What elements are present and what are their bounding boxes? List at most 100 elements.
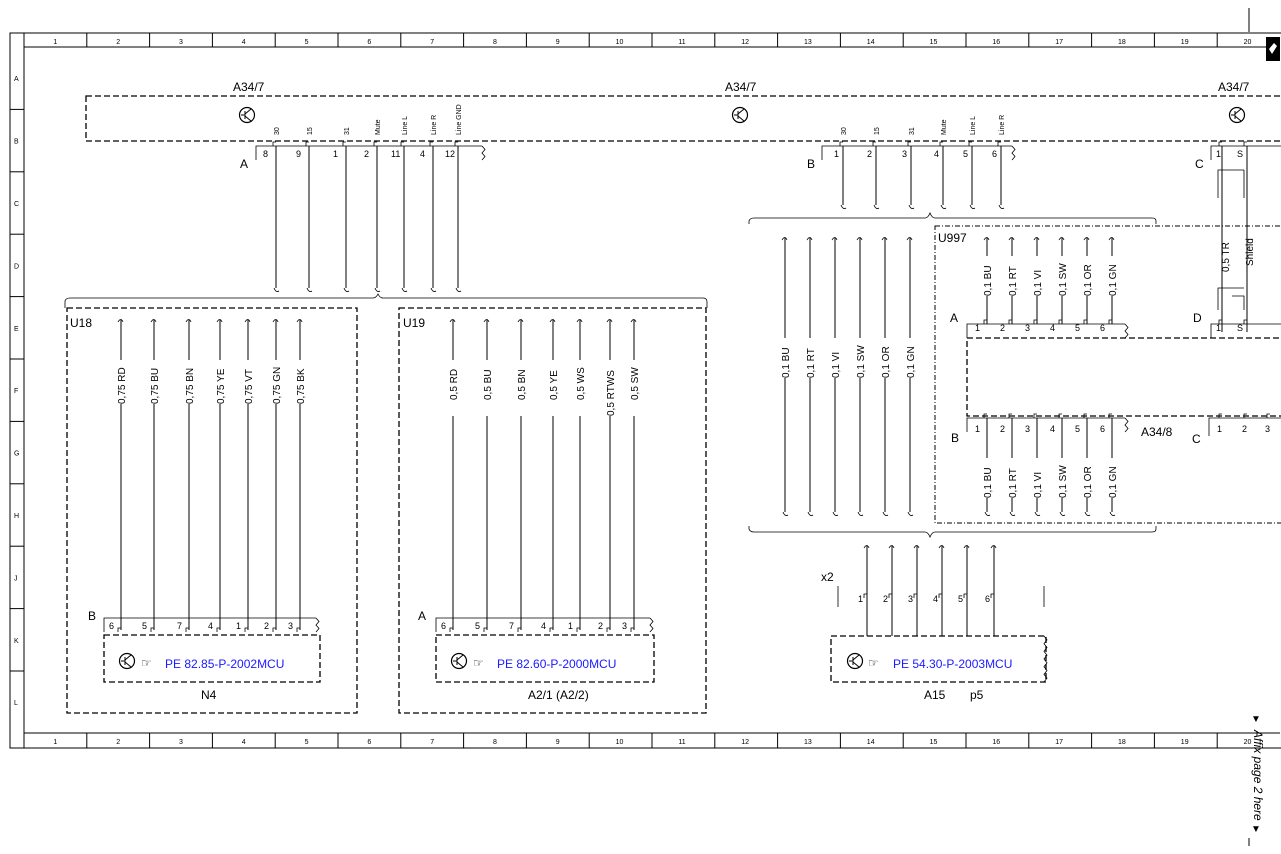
pin-number: 2	[264, 621, 269, 631]
a34-7-connector-d-letter: D	[1193, 311, 1202, 325]
pin-mark	[185, 627, 189, 632]
pin-number: 2	[883, 594, 888, 604]
pin-mark	[839, 141, 843, 146]
column-number: 2	[116, 739, 120, 746]
pin-number: 12	[445, 149, 455, 159]
label-gap	[575, 360, 587, 416]
wire-label: 0,1 RT	[1008, 266, 1019, 296]
wire-end-mark	[882, 511, 889, 516]
transistor-leads	[121, 654, 132, 668]
a15-ref-row[interactable]: ☞ PE 54.30-P-2003MCU	[846, 652, 1013, 672]
pin-number: 8	[263, 149, 268, 159]
connector-d-outline	[1210, 323, 1281, 338]
column-number: 5	[305, 739, 309, 746]
n4-ref-link[interactable]: PE 82.85-P-2002MCU	[165, 657, 284, 671]
column-number: 8	[493, 739, 497, 746]
wire-start-mark	[963, 545, 970, 549]
signal-label: 30	[841, 127, 848, 135]
a34-7-connector-a-letter: A	[240, 157, 248, 171]
label-gap	[1032, 256, 1043, 296]
n4-box	[103, 634, 321, 683]
column-number: 19	[1181, 39, 1189, 46]
pin-mark	[429, 141, 433, 146]
pin-mark	[1008, 413, 1012, 418]
wire-start-mark	[150, 319, 157, 323]
pin-mark	[1108, 319, 1112, 324]
n4-ref-row[interactable]: ☞ PE 82.85-P-2002MCU	[118, 652, 285, 672]
transistor-circle	[731, 106, 749, 124]
a2-ref-row[interactable]: ☞ PE 82.60-P-2000MCU	[450, 652, 617, 672]
a2-ref-link[interactable]: PE 82.60-P-2000MCU	[497, 657, 616, 671]
pin-number: 1	[236, 621, 241, 631]
a34-8-connector-b-letter: B	[951, 431, 959, 445]
wire-end-mark	[343, 287, 350, 292]
wire-label: Shield	[1245, 238, 1256, 266]
pin-mark	[342, 141, 346, 146]
pointing-hand-icon: ☞	[141, 656, 152, 670]
a15-ref-link[interactable]: PE 54.30-P-2003MCU	[893, 657, 1012, 671]
wire-label: 0,1 VI	[831, 352, 842, 378]
wire-label: 0,5 TR	[1221, 242, 1232, 272]
pin-number: S	[1237, 323, 1243, 333]
u18-box	[66, 307, 358, 714]
pin-number: 2	[598, 621, 603, 631]
label-gap	[780, 338, 791, 378]
column-number: 5	[305, 39, 309, 46]
pin-mark	[400, 141, 404, 146]
pin-mark	[150, 627, 154, 632]
transistor-circle	[1228, 106, 1246, 124]
label-gap	[1057, 458, 1068, 498]
column-number: 17	[1055, 39, 1063, 46]
a34-7-unit-box	[85, 95, 1281, 142]
pin-mark	[907, 141, 911, 146]
column-number: 10	[616, 39, 624, 46]
pin-number: 1	[1216, 323, 1221, 333]
pin-number: 1	[975, 323, 980, 333]
connector-end-squiggle	[1011, 145, 1016, 161]
column-number: 10	[616, 739, 624, 746]
wire-label: 0,75 BK	[296, 368, 307, 404]
shield-outline	[1217, 287, 1245, 310]
wire-start-mark	[1033, 237, 1040, 241]
bundle-brace-left	[64, 293, 708, 308]
pin-number: 1	[1217, 424, 1222, 434]
signal-label: Mute	[375, 119, 382, 135]
u19-label: U19	[403, 316, 425, 330]
signal-label: 31	[909, 127, 916, 135]
pin-mark	[1083, 319, 1087, 324]
label-gap	[548, 360, 560, 416]
pin-number: 5	[963, 149, 968, 159]
wire-end-mark	[969, 204, 976, 209]
pin-number: 7	[177, 621, 182, 631]
signal-label: 30	[274, 127, 281, 135]
transistor-circle	[450, 652, 468, 670]
transistor-symbol-icon	[118, 652, 136, 670]
document-icon	[1266, 37, 1280, 61]
wire-label: 0,1 RT	[1008, 468, 1019, 498]
column-number: 4	[242, 39, 246, 46]
connector-outline	[435, 617, 650, 632]
wire-label: 0,1 BU	[983, 265, 994, 296]
row-letter: D	[14, 263, 19, 270]
signal-label: 31	[344, 127, 351, 135]
pin-number: 9	[296, 149, 301, 159]
wire-label: 0,1 BU	[983, 467, 994, 498]
wire-label: 0,75 VT	[244, 369, 255, 404]
wire-start-mark	[483, 319, 490, 323]
wire-start-mark	[517, 319, 524, 323]
wire-label: 0,5 BN	[517, 369, 528, 400]
label-gap	[880, 338, 891, 378]
wire-start-mark	[781, 237, 788, 241]
row-letter: J	[14, 575, 18, 582]
pin-mark	[216, 627, 220, 632]
pin-number: 3	[288, 621, 293, 631]
label-gap	[184, 360, 196, 404]
column-number: 1	[53, 39, 57, 46]
connector-end-squiggle	[315, 617, 320, 633]
label-gap	[1082, 458, 1093, 498]
pin-mark	[454, 141, 458, 146]
